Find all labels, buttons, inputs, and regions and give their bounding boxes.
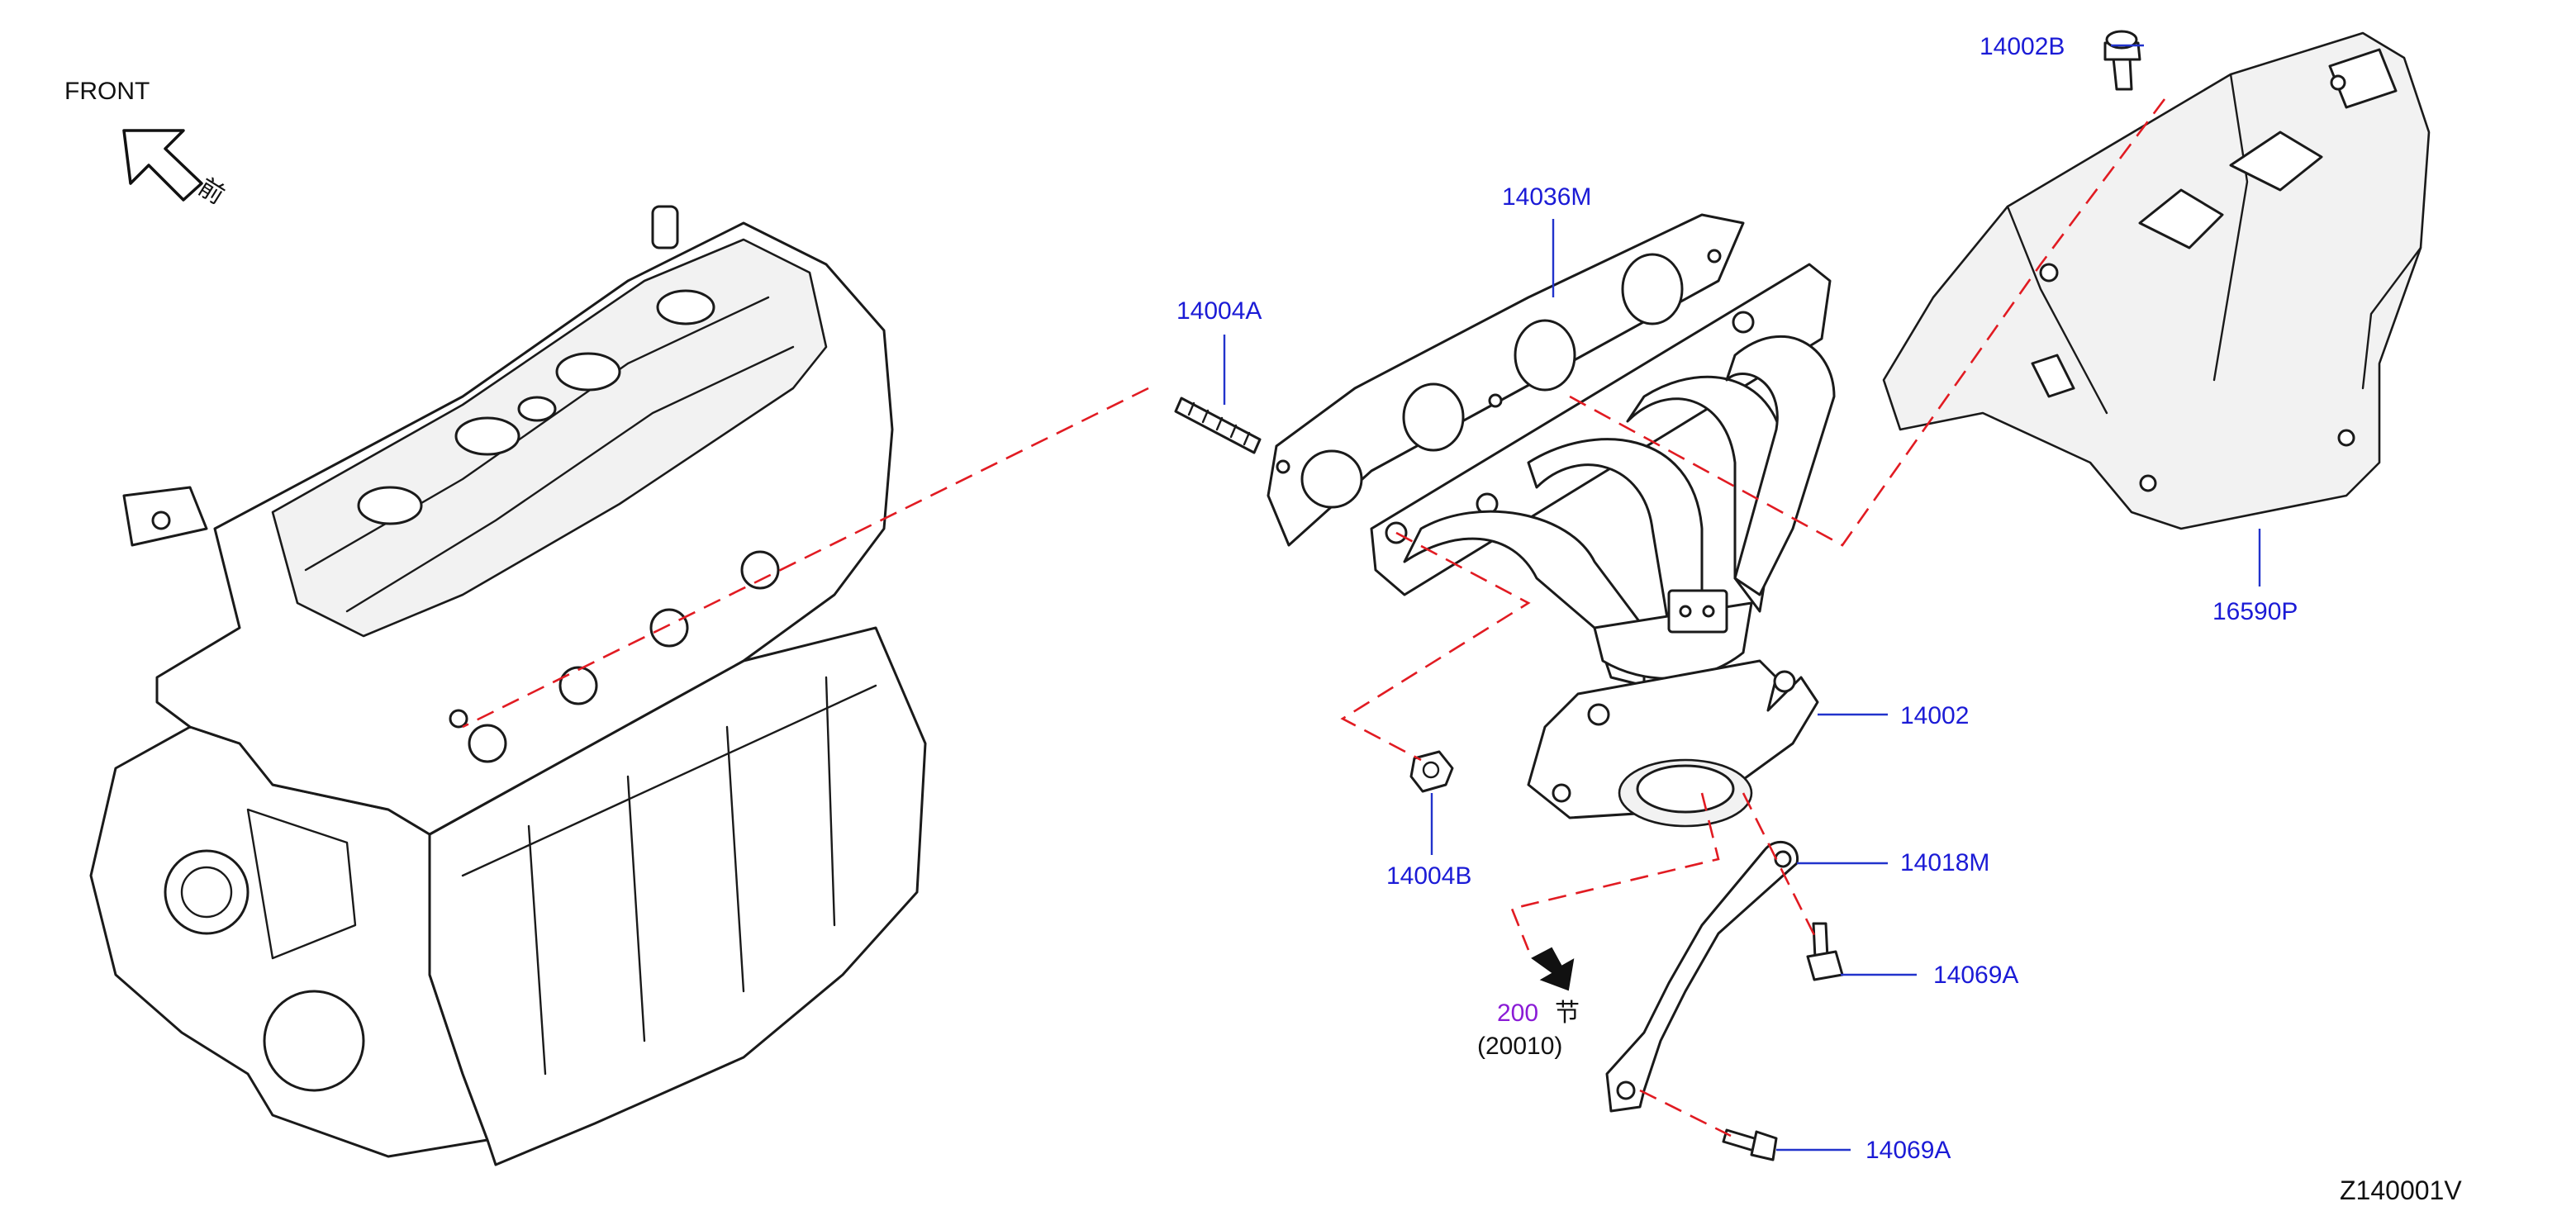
callout-bracket[interactable]: 14018M (1900, 849, 1989, 876)
section-reference-code: (20010) (1477, 1033, 1562, 1060)
nut-drawing (1409, 750, 1454, 793)
bracket-drawing (1605, 840, 1799, 1113)
section-reference-number[interactable]: 200 (1497, 1000, 1538, 1027)
heat-insulator-bolt-drawing (2103, 30, 2141, 91)
front-orientation-indicator: FRONT 前 (64, 78, 229, 210)
diagram-id: Z140001V (2340, 1175, 2462, 1205)
bracket-bolt-lower-drawing (1722, 1128, 1778, 1161)
front-label: FRONT (64, 78, 150, 105)
engine-assembly-drawing (89, 205, 927, 1166)
callout-stud[interactable]: 14004A (1176, 297, 1262, 325)
callout-exhaust-manifold[interactable]: 14002 (1900, 702, 1969, 729)
section-reference-kanji: 节 (1555, 1000, 1580, 1027)
callout-bolt-upper[interactable]: 14069A (1933, 962, 2018, 989)
phantom-lines (462, 98, 2166, 1137)
callout-heat-insulator-bolt[interactable]: 14002B (1980, 33, 2065, 60)
callout-nut[interactable]: 14004B (1386, 862, 1471, 890)
exhaust-manifold-drawing (1370, 263, 1836, 828)
heat-insulator-drawing (1882, 31, 2431, 530)
front-arrow-icon (122, 129, 203, 202)
leader-lines (1223, 44, 2261, 1152)
callout-heat-insulator[interactable]: 16590P (2212, 598, 2298, 625)
manifold-gasket-drawing (1267, 213, 1745, 547)
section-reference-arrow-icon (1531, 947, 1575, 991)
stud-drawing (1174, 397, 1262, 454)
bracket-bolt-upper-drawing (1806, 922, 1844, 981)
callout-manifold-gasket[interactable]: 14036M (1502, 183, 1591, 211)
callout-bolt-lower[interactable]: 14069A (1865, 1137, 1951, 1164)
